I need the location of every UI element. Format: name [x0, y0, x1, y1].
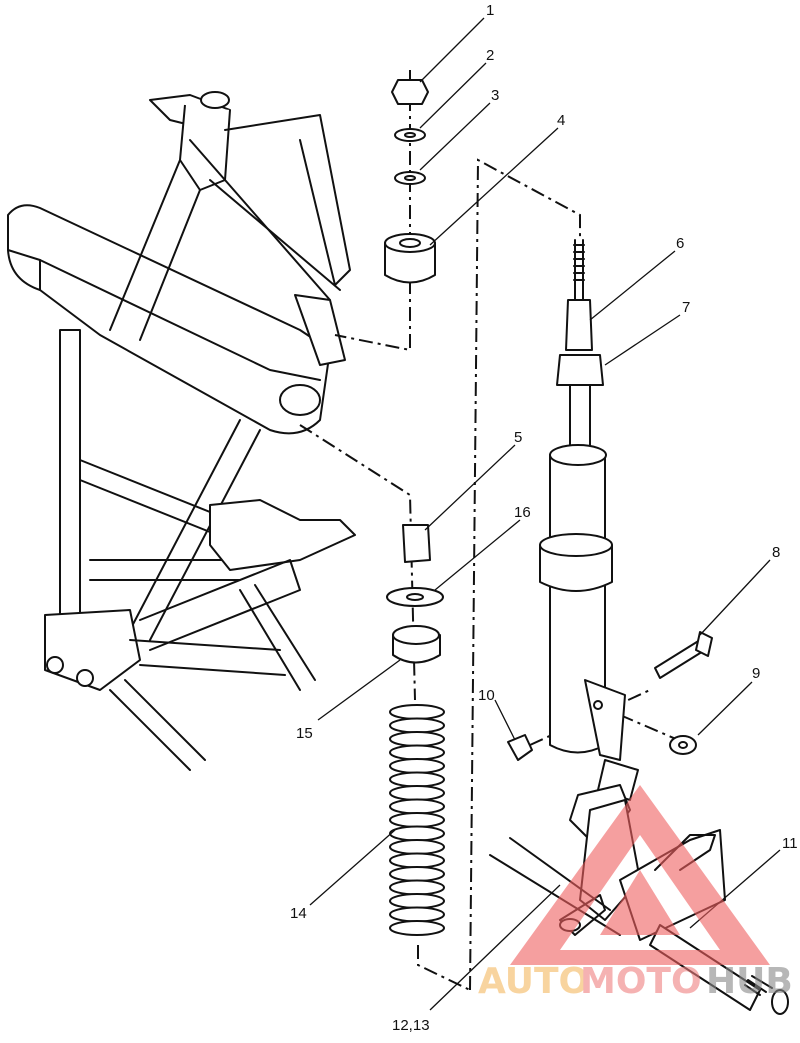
callout-3: 3 — [491, 87, 499, 104]
spring-coil — [389, 879, 445, 896]
shock-absorber — [507, 239, 713, 801]
spring-coil — [389, 893, 445, 909]
spring-coil — [389, 731, 445, 747]
spring-coil — [389, 812, 445, 828]
automotohub-watermark: AUTO MOTO HUB — [478, 785, 793, 1002]
spring-coil — [389, 771, 445, 788]
callout-6: 6 — [676, 235, 684, 252]
callout-9: 9 — [752, 665, 760, 682]
callout-12-13: 12,13 — [392, 1017, 430, 1034]
watermark-moto: MOTO — [580, 961, 702, 1002]
callout-14: 14 — [290, 905, 307, 922]
callout-8: 8 — [772, 544, 780, 561]
callout-4: 4 — [557, 112, 565, 129]
spring-coil — [389, 920, 445, 936]
spring-coil — [389, 839, 445, 855]
spring-coil — [389, 798, 445, 815]
leader-lines — [309, 17, 781, 1011]
watermark-auto: AUTO — [478, 961, 589, 1002]
lower-hardware — [386, 524, 444, 664]
callout-15: 15 — [296, 725, 313, 742]
spring-coil — [389, 852, 445, 869]
coil-spring — [389, 704, 445, 936]
spring-coil — [389, 744, 445, 761]
callout-7: 7 — [682, 299, 690, 316]
callout-2: 2 — [486, 47, 494, 64]
callout-10: 10 — [478, 687, 495, 704]
top-hardware — [384, 79, 436, 284]
callout-11: 11 — [782, 835, 798, 852]
watermark-hub: HUB — [706, 961, 793, 1002]
spring-coil — [389, 906, 445, 923]
spring-coil — [389, 704, 445, 720]
spring-coil — [389, 758, 445, 774]
spring-coil — [389, 825, 445, 842]
callout-5: 5 — [514, 429, 522, 446]
callout-1: 1 — [486, 2, 494, 19]
callout-16: 16 — [514, 504, 531, 521]
frame-assembly — [7, 91, 356, 771]
spring-coil — [389, 717, 445, 734]
spring-coil — [389, 785, 445, 801]
spring-coil — [389, 866, 445, 882]
callout-labels: 1 2 3 4 5 6 7 8 9 10 11 12,13 14 15 16 — [290, 2, 798, 1034]
